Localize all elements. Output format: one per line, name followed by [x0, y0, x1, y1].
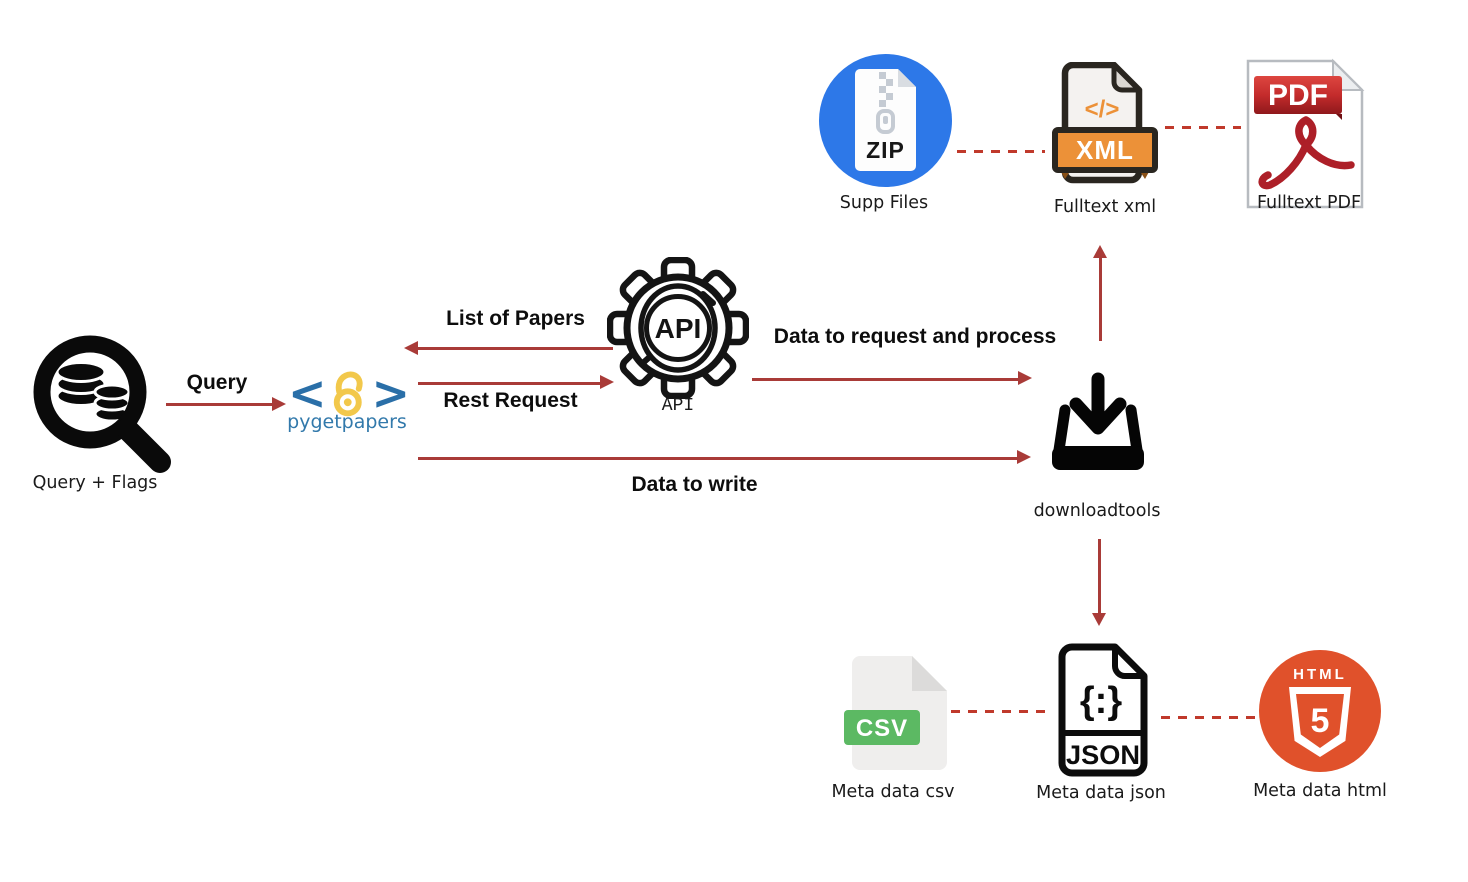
- meta-json-caption: Meta data json: [1036, 783, 1166, 803]
- html5-icon: HTML 5: [1259, 650, 1381, 772]
- list-of-papers-arrow: [418, 347, 613, 350]
- pdf-icon: PDF: [1246, 58, 1365, 209]
- magnifier-handle: [116, 418, 171, 473]
- meta-csv-caption: Meta data csv: [831, 782, 955, 802]
- api-caption: API: [661, 396, 695, 416]
- data-to-request-arrowhead: [1018, 371, 1032, 385]
- list-of-papers-label: List of Papers: [446, 307, 585, 330]
- fulltext-xml-caption: Fulltext xml: [1053, 197, 1157, 217]
- pygetpapers-logo: < >: [288, 364, 410, 422]
- magnifier-ring: [33, 335, 147, 449]
- data-to-write-arrowhead: [1017, 450, 1031, 464]
- csv-icon: CSV: [844, 656, 947, 770]
- pdf-badge-text: PDF: [1268, 79, 1328, 112]
- data-to-request-arrow: [752, 378, 1019, 381]
- html5-shield: 5: [1289, 687, 1351, 757]
- rest-request-arrowhead: [600, 375, 614, 389]
- dashed-connector-csv-json: [951, 710, 1046, 713]
- dashed-connector-json-html: [1161, 716, 1257, 719]
- arrow-to-meta-json-head: [1092, 613, 1106, 626]
- html5-shield-inner: 5: [1296, 694, 1344, 748]
- zip-badge-text: ZIP: [866, 137, 905, 163]
- query-arrow: [166, 403, 272, 406]
- zip-icon: ZIP: [819, 54, 952, 187]
- json-icon: {:} JSON: [1058, 643, 1148, 777]
- list-of-papers-arrowhead: [404, 341, 418, 355]
- data-to-write-label: Data to write: [631, 473, 758, 496]
- csv-badge-text: CSV: [856, 715, 908, 742]
- zipper-icon: [879, 72, 893, 107]
- json-braces-glyph: {:}: [1080, 680, 1122, 722]
- html5-word: HTML: [1293, 666, 1347, 683]
- json-badge-text: JSON: [1066, 740, 1140, 770]
- xml-badge-text: XML: [1076, 135, 1134, 165]
- arrow-to-fulltext-xml: [1099, 257, 1102, 341]
- html5-digit: 5: [1310, 701, 1330, 740]
- pygetpapers-caption: pygetpapers: [287, 411, 407, 433]
- xml-icon: </> XML: [1052, 62, 1158, 184]
- data-to-write-arrow: [418, 457, 1018, 460]
- api-icon-text: API: [655, 313, 702, 344]
- api-gear-icon: API: [607, 257, 749, 399]
- database-icon: [55, 361, 131, 423]
- xml-code-glyph: </>: [1085, 96, 1120, 123]
- meta-html-caption: Meta data html: [1253, 781, 1387, 801]
- dashed-connector-xml-pdf: [1165, 126, 1241, 129]
- query-arrowhead: [272, 397, 286, 411]
- bracket-right-glyph: >: [371, 366, 410, 420]
- rest-request-label: Rest Request: [443, 389, 578, 412]
- downloadtools-icon: [1052, 372, 1144, 470]
- data-to-request-label: Data to request and process: [773, 325, 1057, 348]
- arrow-to-fulltext-xml-head: [1093, 245, 1107, 258]
- query-flags-icon: [33, 335, 171, 473]
- arrow-to-meta-json: [1098, 539, 1101, 615]
- rest-request-arrow: [418, 382, 601, 385]
- supp-files-caption: Supp Files: [839, 193, 929, 213]
- dashed-connector-zip-xml: [957, 150, 1045, 153]
- open-access-icon: [333, 371, 363, 417]
- query-label: Query: [186, 371, 248, 394]
- fulltext-pdf-caption: Fulltext PDF: [1256, 193, 1362, 213]
- downloadtools-caption: downloadtools: [1033, 501, 1161, 521]
- bracket-left-glyph: <: [288, 366, 327, 420]
- acrobat-icon: [1258, 116, 1355, 190]
- query-flags-caption: Query + Flags: [32, 473, 158, 493]
